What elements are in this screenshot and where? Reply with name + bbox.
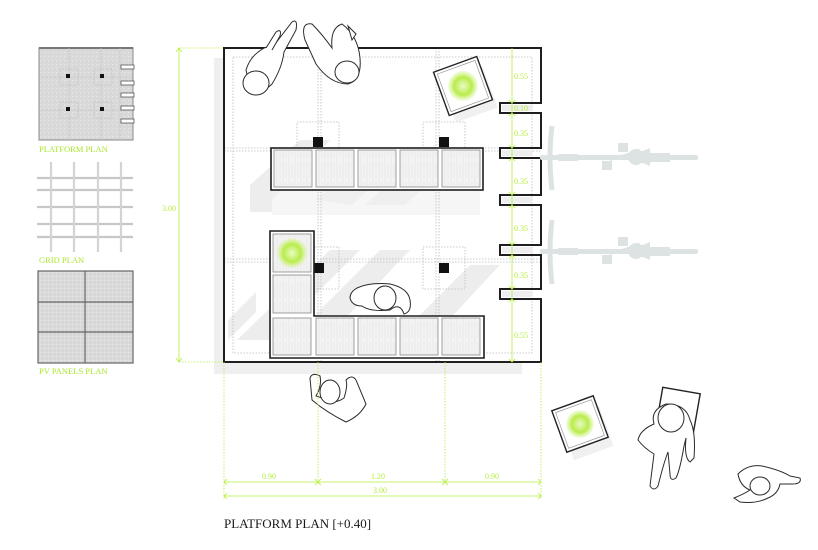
dim-right-6: 0.55: [514, 331, 528, 340]
thumbnail-grid-plan: [37, 162, 133, 252]
dim-right-0: 0.55: [514, 72, 528, 81]
slot-fills: [502, 105, 532, 297]
dim-right-2: 0.35: [514, 129, 528, 138]
plant-icon: [566, 410, 594, 438]
thumbnail-label-platform-plan: PLATFORM PLAN: [39, 144, 108, 154]
dimension-lines: [175, 47, 542, 500]
person-icon: [349, 283, 411, 315]
thumbnail-pv-panels-plan: [37, 270, 134, 364]
dim-right-5: 0.35: [514, 271, 528, 280]
dim-right-3: 0.35: [514, 177, 528, 186]
planter-top-right: [432, 55, 498, 123]
person-with-cart: [637, 386, 702, 490]
bicycle-icon: [540, 219, 698, 285]
thumbnail-label-pv-panels-plan: PV PANELS PLAN: [39, 366, 108, 376]
dim-vertical-total: 3.00: [162, 204, 176, 213]
dim-right-4: 0.35: [514, 224, 528, 233]
columns: [313, 137, 449, 273]
planter-bottom: [550, 394, 614, 461]
bicycle-icon: [540, 125, 698, 191]
person-icon: [303, 23, 361, 85]
thumbnail-label-grid-plan: GRID PLAN: [39, 255, 84, 265]
dim-bottom-0: 0.90: [262, 472, 276, 481]
dim-right-1: 0.10: [514, 104, 528, 113]
dim-bottom-1: 1.20: [371, 472, 385, 481]
plant-icon: [277, 238, 307, 268]
person-icon: [732, 465, 801, 503]
person-icon: [309, 373, 367, 423]
plant-icon: [448, 71, 478, 101]
dim-bottom-2: 0.90: [485, 472, 499, 481]
drawing-title: PLATFORM PLAN [+0.40]: [224, 516, 371, 531]
dim-bottom-total: 3.00: [373, 486, 387, 495]
platform-outline: [223, 47, 542, 363]
bench-row-top: [270, 147, 484, 191]
person-icon: [242, 20, 297, 96]
thumbnail-platform-plan: [38, 47, 135, 141]
bench-l-shape: [269, 230, 485, 359]
